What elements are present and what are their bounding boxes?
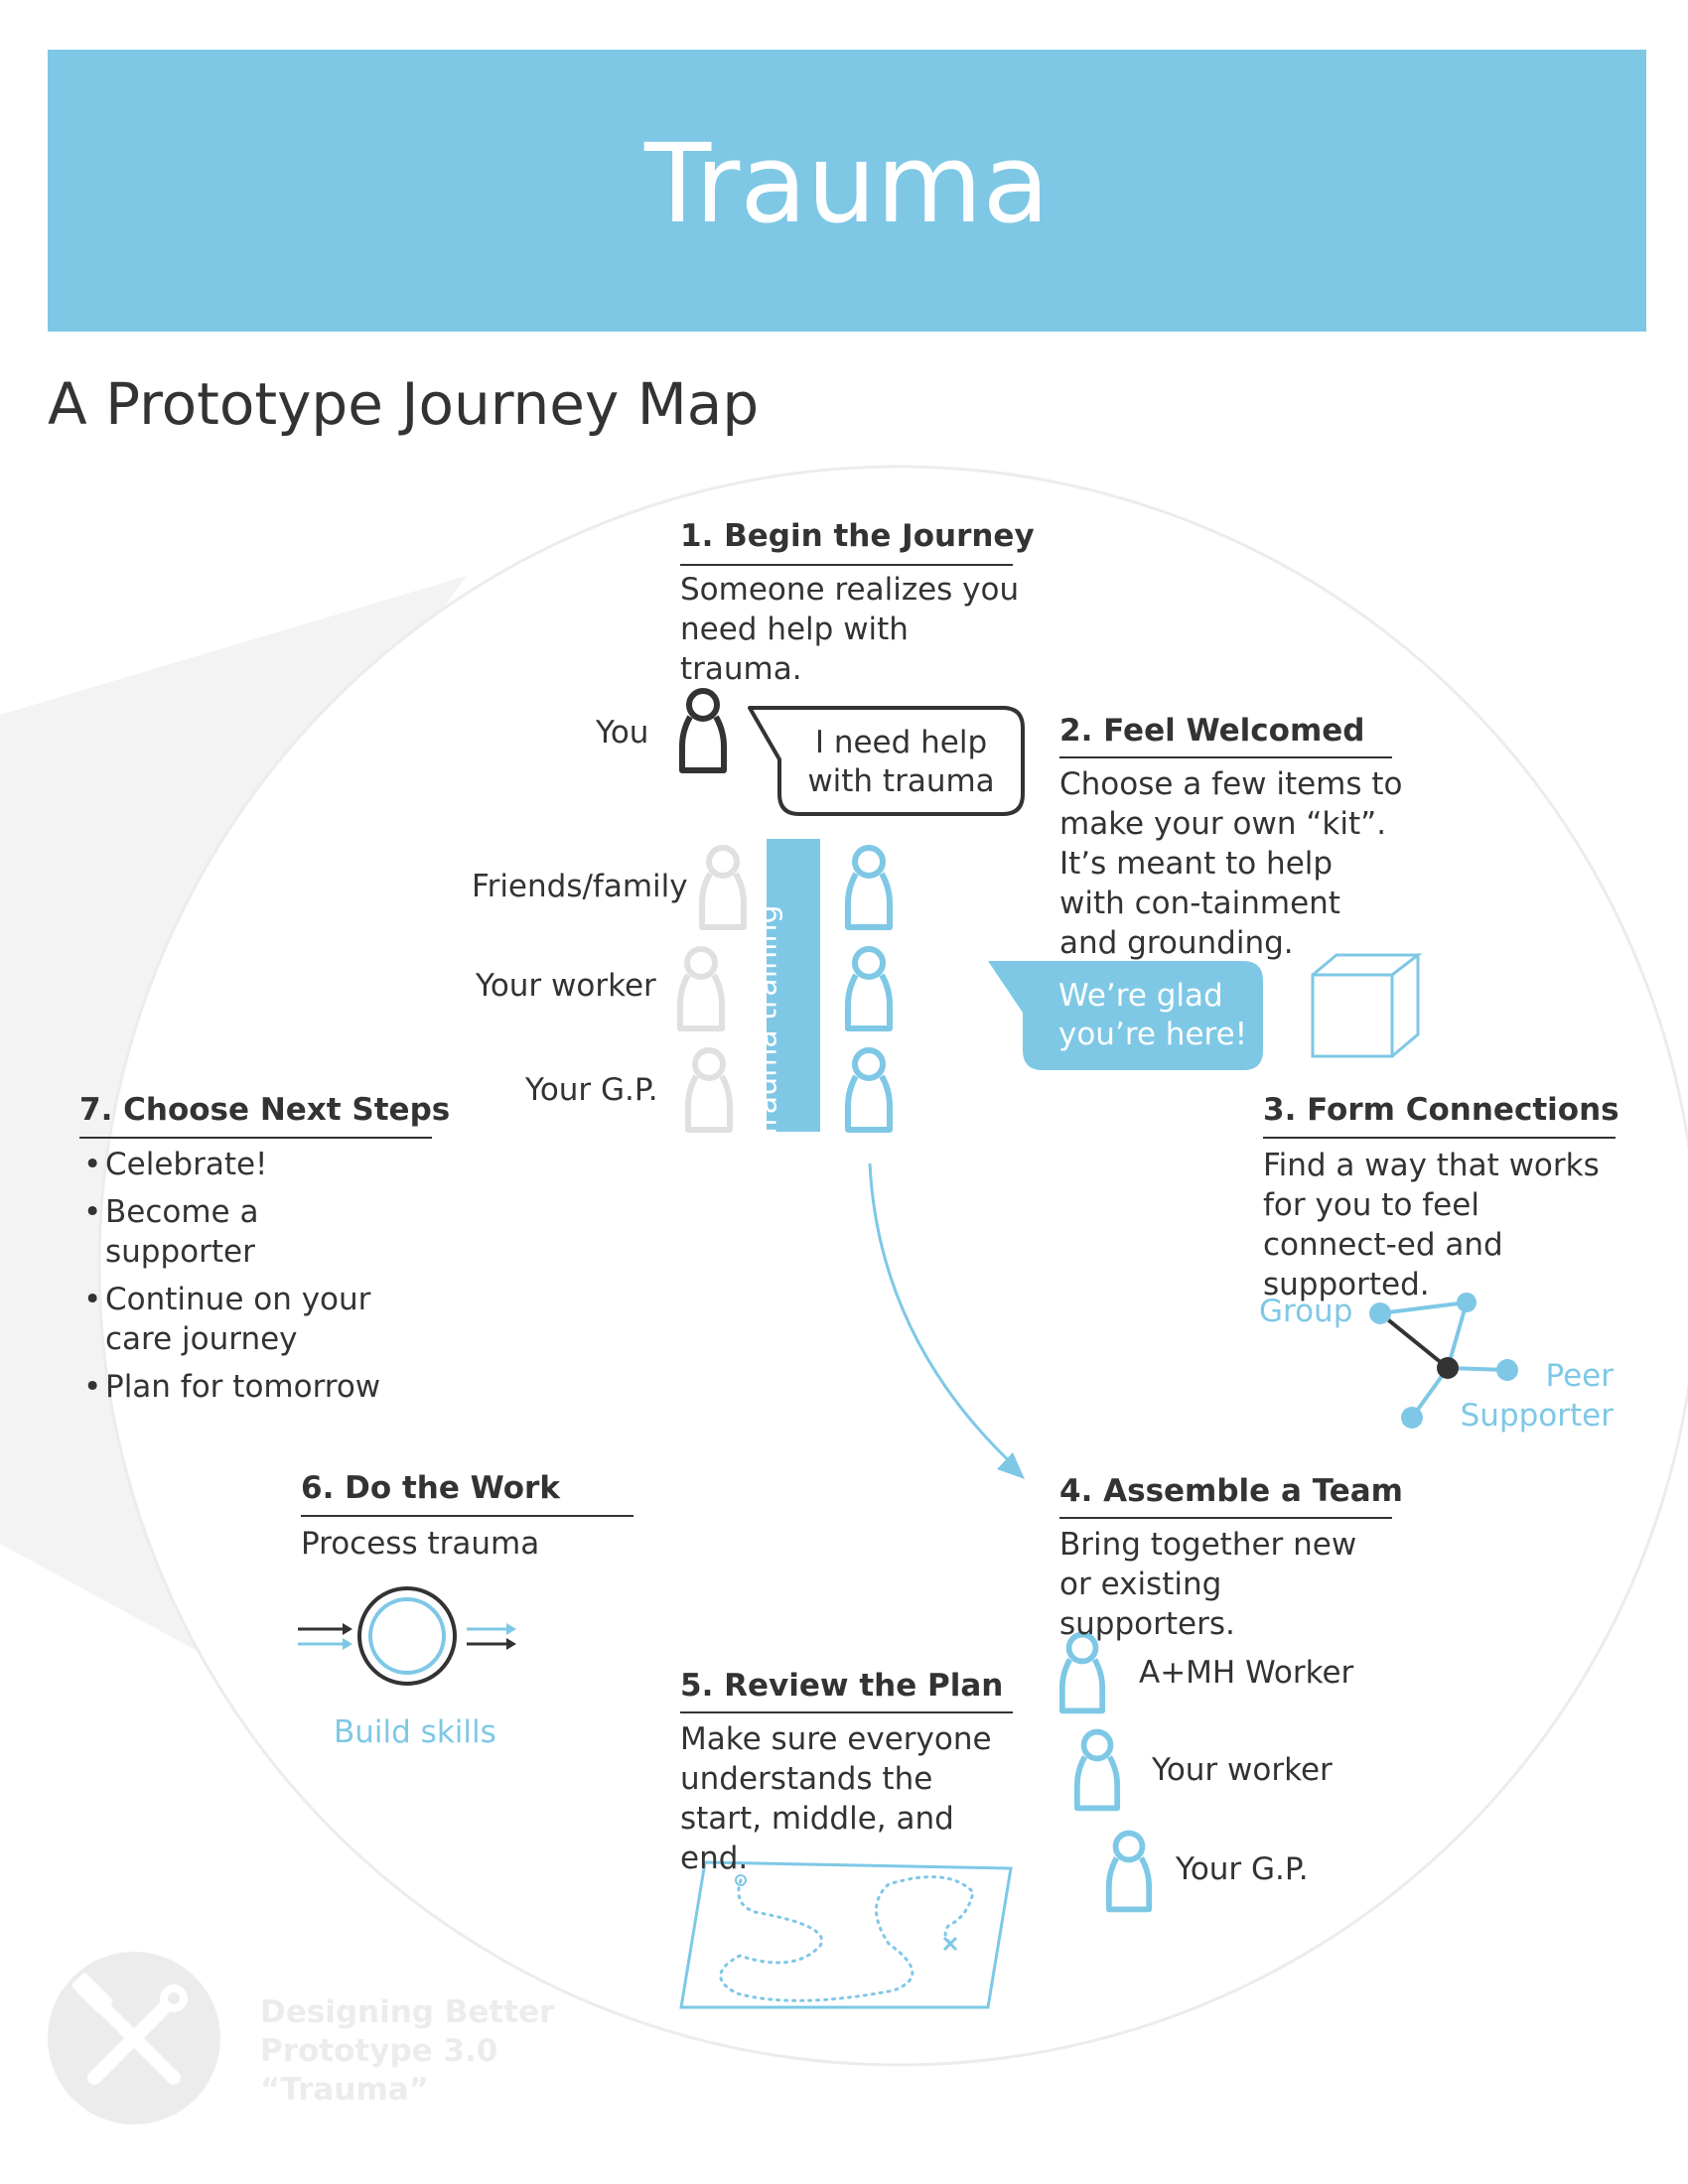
step3-title: 3. Form Connections [1263,1092,1619,1128]
footer-line2: Prototype 3.0 [260,2033,498,2069]
list-item: Celebrate! [79,1145,397,1184]
training-bar [767,839,820,1132]
step1-description: Someone realizes you need help with trau… [680,572,1020,687]
list-item: Become a supporter [79,1192,397,1272]
welcome-bubble-icon [988,961,1263,1070]
network-icon [1369,1293,1518,1429]
step2-title: 2. Feel Welcomed [1059,713,1365,749]
team-member-label: Your worker [1152,1752,1333,1788]
title-banner [48,50,1646,332]
step3-rule [1263,1137,1616,1139]
step2-description: Choose a few items to make your own “kit… [1059,766,1403,961]
step5-description: Make sure everyone understands the start… [680,1721,992,1876]
list-item: Continue on your care journey [79,1280,397,1359]
step7-rule [79,1137,432,1139]
label-worker: Your worker [476,968,656,1004]
step5-rule [680,1711,1013,1713]
speech-bubble-icon [748,706,1025,816]
step4-title: 4. Assemble a Team [1059,1473,1403,1509]
footer-line3: “Trauma” [260,2072,429,2108]
step7-title: 7. Choose Next Steps [79,1092,451,1128]
cycle-icon [298,1586,516,1686]
label-friends: Friends/family [472,869,688,904]
step2-rule [1059,756,1392,758]
step4-description: Bring together new or existing supporter… [1059,1527,1357,1642]
footer-text: Designing Better Prototype 3.0 “Trauma” [260,1993,554,2110]
step5-title: 5. Review the Plan [680,1668,1004,1704]
page-subtitle: A Prototype Journey Map [48,370,760,438]
list-item: Plan for tomorrow [79,1367,397,1407]
tools-logo-icon [48,1952,220,2124]
team-member-label: Your G.P. [1176,1851,1309,1887]
build-skills-label: Build skills [334,1714,496,1750]
arrow-head [997,1452,1025,1479]
step1-title: 1. Begin the Journey [680,518,1035,554]
team-member-label: A+MH Worker [1139,1655,1354,1691]
journey-arrow [868,1162,1020,1471]
training-label: Trauma training [749,904,784,1141]
label-gp: Your G.P. [525,1072,658,1108]
step6-title: 6. Do the Work [301,1470,560,1506]
step4-rule [1059,1517,1392,1519]
need-help-text: I need help with trauma [807,725,995,799]
map-icon [679,1860,1013,2009]
footer-line1: Designing Better [260,1994,555,2030]
page-title: Trauma [644,120,1050,247]
step1-rule [680,564,1013,566]
network-peer-label: Peer Supporter [1460,1358,1614,1433]
cube-icon [1311,953,1423,1058]
label-you: You [596,715,649,751]
welcome-text: We’re glad you’re here! [1058,978,1248,1052]
step6-description: Process trauma [301,1526,540,1562]
next-steps-list: Celebrate! Become a supporter Continue o… [79,1145,397,1415]
network-group-label: Group [1259,1294,1353,1329]
step3-description: Find a way that works for you to feel co… [1263,1148,1600,1302]
step6-rule [301,1515,633,1517]
